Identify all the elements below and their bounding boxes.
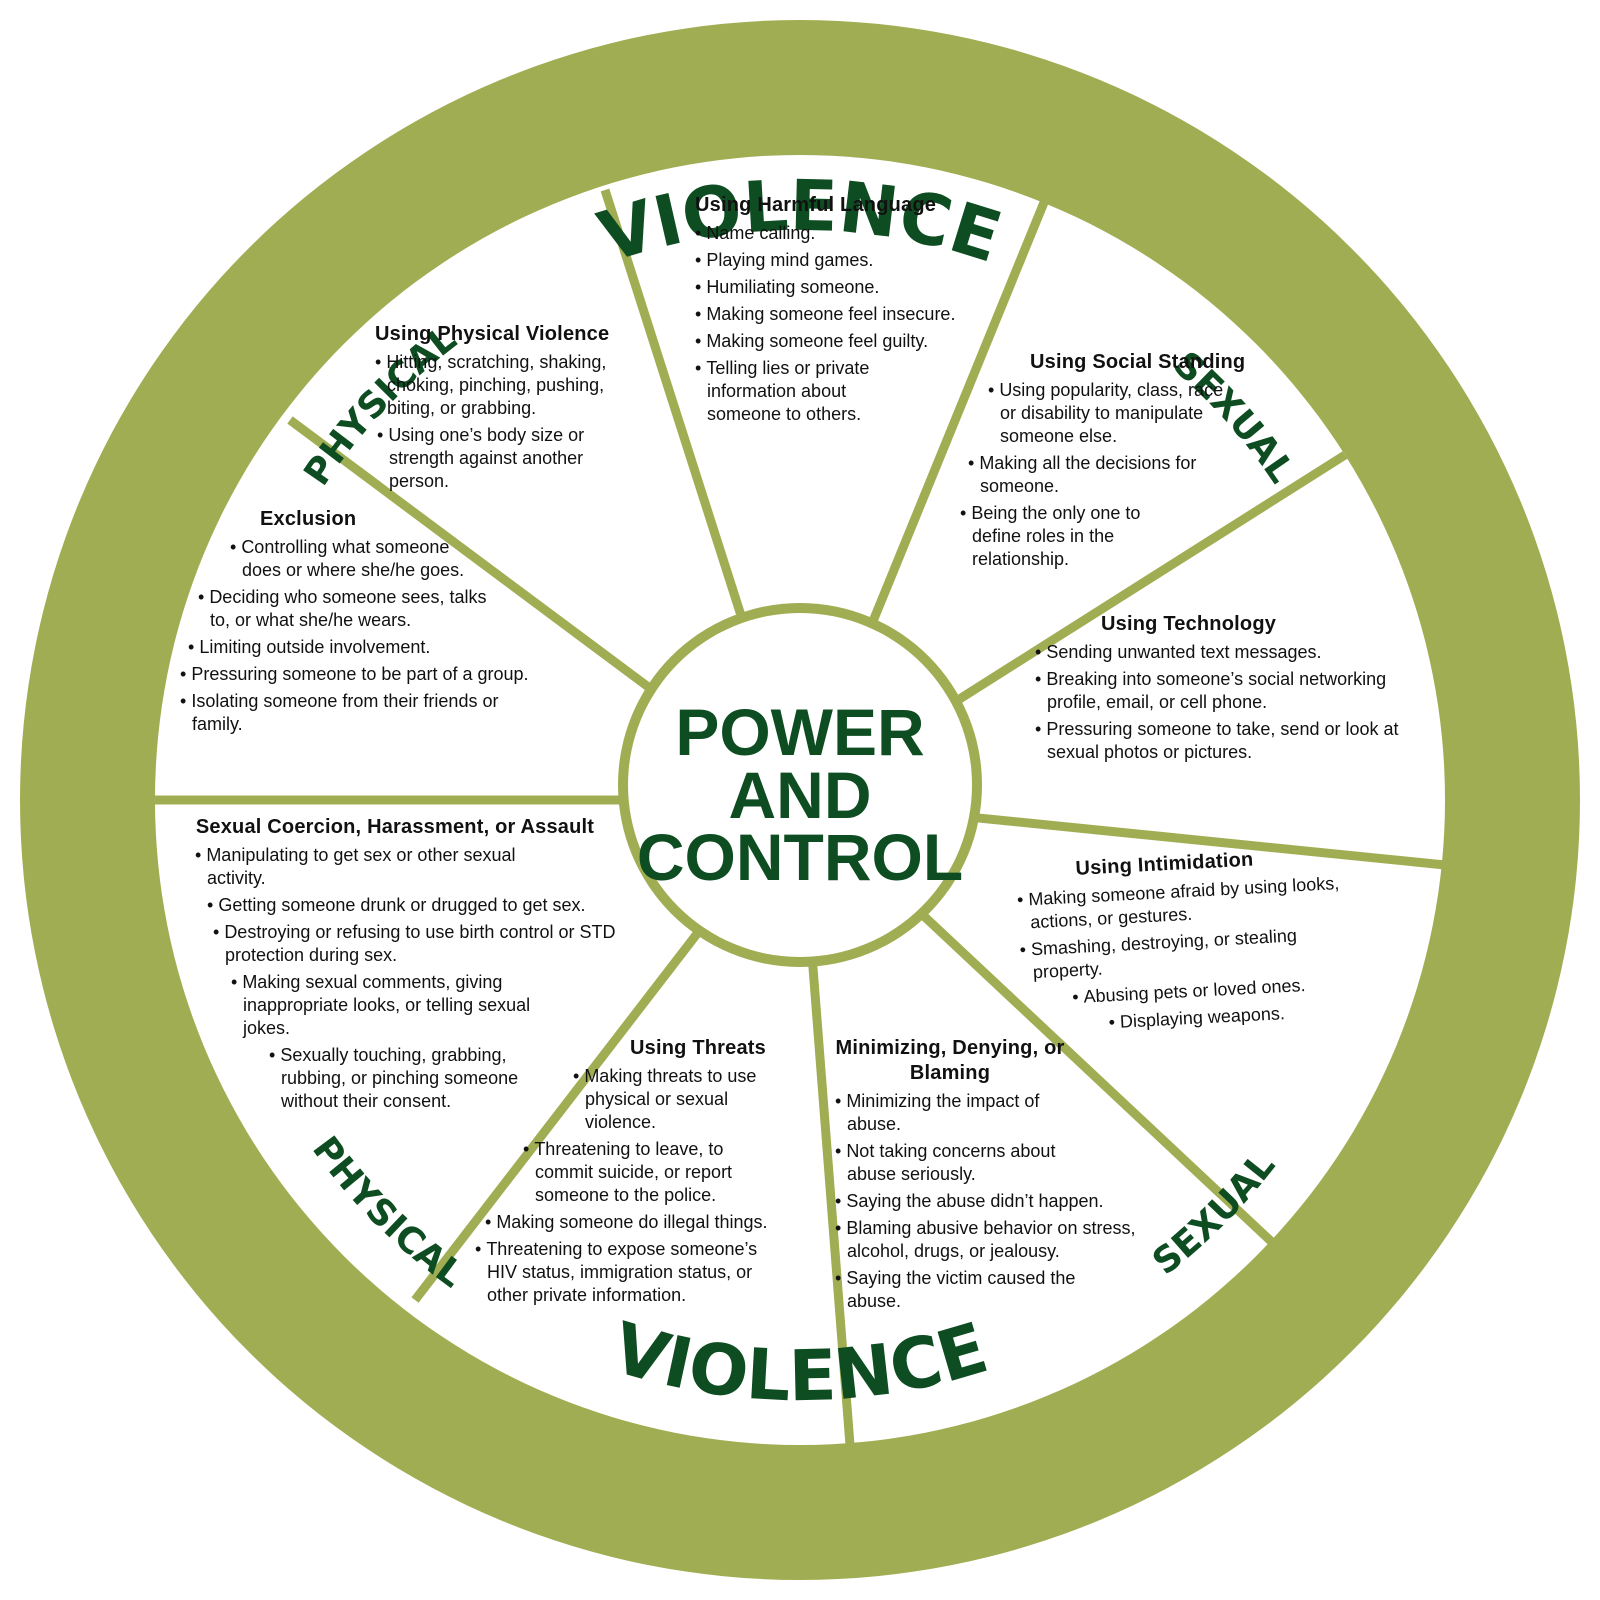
- section-items: Manipulating to get sex or other sexual …: [195, 844, 635, 1113]
- section-exclusion: Exclusion Controlling what someone does …: [180, 507, 590, 740]
- list-item: Limiting outside involvement.: [180, 636, 590, 659]
- list-item: Making someone feel insecure.: [695, 303, 960, 326]
- section-items: Controlling what someone does or where s…: [180, 536, 590, 736]
- list-item: Getting someone drunk or drugged to get …: [195, 894, 635, 917]
- section-harmful-language: Using Harmful Language Name calling. Pla…: [695, 193, 960, 430]
- list-item: Isolating someone from their friends or …: [180, 690, 532, 736]
- list-item: Sexually touching, grabbing, rubbing, or…: [195, 1044, 551, 1113]
- list-item: Threatening to leave, to commit suicide,…: [475, 1138, 775, 1207]
- section-title: Exclusion: [260, 508, 357, 530]
- section-title: Sexual Coercion, Harassment, or Assault: [195, 816, 595, 838]
- section-social-standing: Using Social Standing Using popularity, …: [960, 350, 1260, 575]
- list-item: Sending unwanted text messages.: [1035, 641, 1405, 664]
- list-item: Making sexual comments, giving inappropr…: [195, 971, 553, 1040]
- list-item: Manipulating to get sex or other sexual …: [195, 844, 567, 890]
- list-item: Making threats to use physical or sexual…: [475, 1065, 795, 1134]
- list-item: Blaming abusive behavior on stress, alco…: [835, 1217, 1172, 1263]
- section-title: Using Threats: [630, 1037, 766, 1059]
- list-item: Not taking concerns about abuse seriousl…: [835, 1140, 1107, 1186]
- list-item: Saying the victim caused the abuse.: [835, 1267, 1122, 1313]
- section-title: Using Physical Violence: [375, 323, 610, 345]
- section-items: Making threats to use physical or sexual…: [475, 1065, 820, 1307]
- list-item: Using one’s body size or strength agains…: [375, 424, 634, 493]
- section-title: Using Harmful Language: [695, 194, 937, 216]
- section-technology: Using Technology Sending unwanted text m…: [1035, 612, 1405, 768]
- section-items: Sending unwanted text messages. Breaking…: [1035, 641, 1405, 764]
- section-items: Making someone afraid by using looks, ac…: [1017, 870, 1394, 1039]
- section-items: Hitting, scratching, shaking, choking, p…: [375, 351, 650, 493]
- list-item: Making all the decisions for someone.: [960, 452, 1240, 498]
- section-title: Using Technology: [1101, 613, 1277, 635]
- list-item: Telling lies or private information abou…: [695, 357, 907, 426]
- section-title: Minimizing, Denying, or Blaming: [835, 1037, 1065, 1084]
- section-items: Name calling. Playing mind games. Humili…: [695, 222, 960, 426]
- list-item: Name calling.: [695, 222, 960, 245]
- list-item: Hitting, scratching, shaking, choking, p…: [375, 351, 647, 420]
- section-intimidation: Using Intimidation Making someone afraid…: [1015, 841, 1394, 1043]
- section-title: Using Social Standing: [1030, 351, 1246, 373]
- list-item: Being the only one to define roles in th…: [960, 502, 1182, 571]
- list-item: Destroying or refusing to use birth cont…: [195, 921, 625, 967]
- center-title-power: POWER: [675, 695, 924, 769]
- list-item: Making someone feel guilty.: [695, 330, 960, 353]
- list-item: Saying the abuse didn’t happen.: [835, 1190, 1175, 1213]
- section-threats: Using Threats Making threats to use phys…: [475, 1036, 820, 1311]
- list-item: Controlling what someone does or where s…: [180, 536, 472, 582]
- section-physical-violence: Using Physical Violence Hitting, scratch…: [375, 322, 650, 497]
- center-title-and: AND: [729, 758, 872, 832]
- list-item: Threatening to expose someone’s HIV stat…: [475, 1238, 792, 1307]
- section-items: Minimizing the impact of abuse. Not taki…: [835, 1090, 1175, 1313]
- list-item: Pressuring someone to take, send or look…: [1035, 718, 1405, 764]
- list-item: Making someone do illegal things.: [475, 1211, 820, 1234]
- list-item: Using popularity, class, race or disabil…: [960, 379, 1240, 448]
- list-item: Minimizing the impact of abuse.: [835, 1090, 1087, 1136]
- center-hub: [628, 613, 972, 957]
- list-item: Playing mind games.: [695, 249, 960, 272]
- section-minimizing: Minimizing, Denying, or Blaming Minimizi…: [835, 1036, 1175, 1317]
- list-item: Breaking into someone’s social networkin…: [1035, 668, 1405, 714]
- list-item: Deciding who someone sees, talks to, or …: [180, 586, 500, 632]
- section-items: Using popularity, class, race or disabil…: [960, 379, 1260, 571]
- center-title-control: CONTROL: [637, 820, 963, 894]
- list-item: Humiliating someone.: [695, 276, 960, 299]
- list-item: Pressuring someone to be part of a group…: [180, 663, 590, 686]
- section-sexual-coercion: Sexual Coercion, Harassment, or Assault …: [195, 815, 635, 1117]
